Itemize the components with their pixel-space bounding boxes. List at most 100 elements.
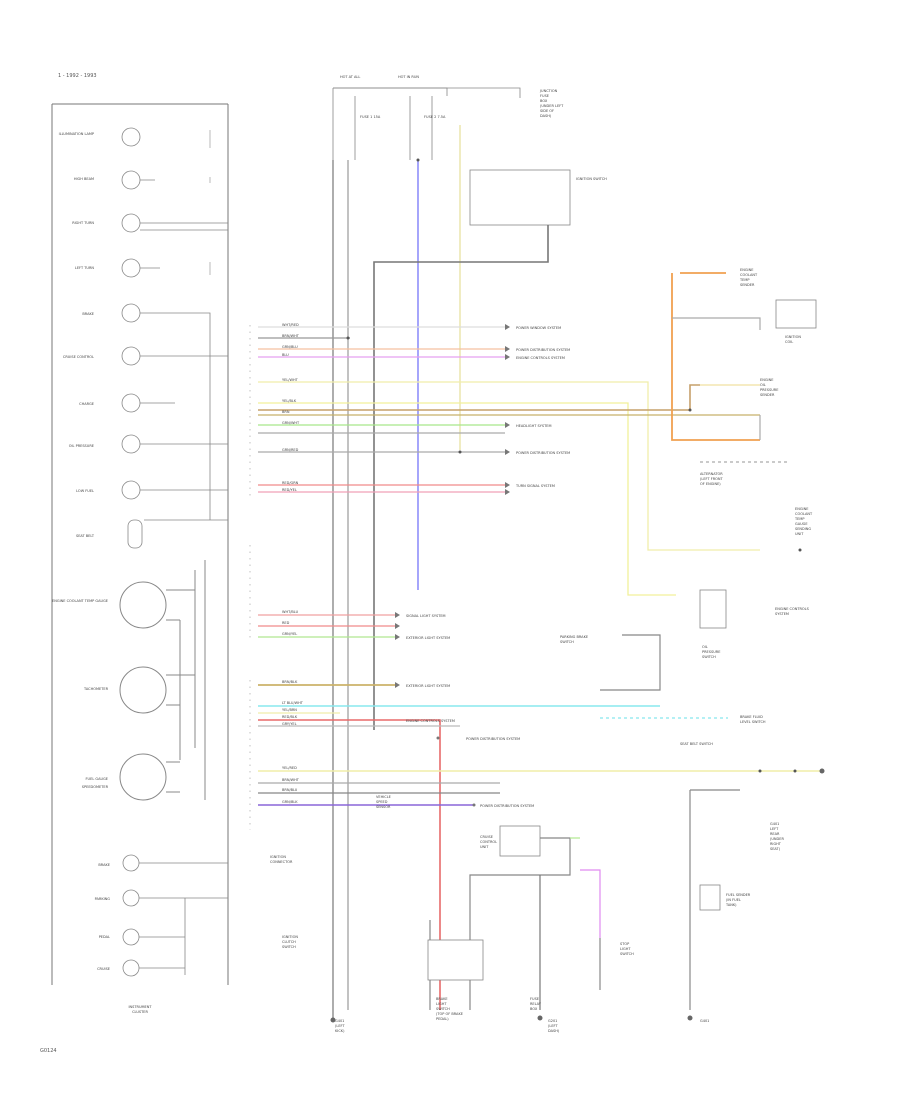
svg-text:G401: G401 (700, 1019, 709, 1023)
label-b3: PEDAL (99, 935, 110, 939)
junction-fuse-box-label: JUNCTION FUSE BOX (UNDER LEFT SIDE OF DA… (539, 89, 564, 118)
svg-text:UNIT: UNIT (795, 532, 804, 536)
svg-text:BRAKE FLUID: BRAKE FLUID (740, 715, 763, 719)
label-tachometer: TACHOMETER (83, 687, 109, 691)
svg-text:OF ENGINE): OF ENGINE) (700, 482, 721, 486)
svg-text:DASH): DASH) (540, 114, 552, 118)
destination-labels: POWER WINDOW SYSTEM POWER DISTRIBUTION S… (406, 326, 570, 808)
svg-text:SWITCH: SWITCH (702, 655, 716, 659)
svg-text:POWER DISTRIBUTION SYSTEM: POWER DISTRIBUTION SYSTEM (480, 804, 534, 808)
engine-coolant-sender-icon (775, 299, 817, 329)
low-fuel-lamp-icon (121, 480, 141, 500)
oil-lamp-icon (121, 434, 141, 454)
brake-lamp-icon (121, 303, 141, 323)
wire-yellow-long (258, 381, 760, 551)
illumination-lamp-icon (121, 127, 141, 147)
label-speedometer: SPEEDOMETER (82, 785, 109, 789)
svg-text:POWER DISTRIBUTION SYSTEM: POWER DISTRIBUTION SYSTEM (516, 348, 570, 352)
svg-text:LEVEL SWITCH: LEVEL SWITCH (740, 720, 766, 724)
svg-text:SWITCH: SWITCH (282, 945, 296, 949)
svg-text:BOX: BOX (540, 99, 548, 103)
svg-text:BRAKE: BRAKE (436, 997, 448, 1001)
svg-text:G401: G401 (335, 1019, 344, 1023)
svg-text:ENGINE CONTROLS: ENGINE CONTROLS (775, 607, 810, 611)
svg-text:YEL/WHT: YEL/WHT (282, 378, 299, 382)
svg-text:SENDING: SENDING (795, 527, 811, 531)
svg-text:SEAT): SEAT) (770, 847, 781, 851)
svg-text:BRN/BLU: BRN/BLU (282, 788, 298, 792)
svg-text:LIGHT: LIGHT (436, 1002, 447, 1006)
svg-text:SIGNAL LIGHT SYSTEM: SIGNAL LIGHT SYSTEM (406, 614, 446, 618)
label-seat-belt: SEAT BELT (76, 534, 95, 538)
cluster-title-2: CLUSTER (132, 1010, 148, 1014)
svg-text:PRESSURE: PRESSURE (702, 650, 720, 654)
svg-text:FUSE: FUSE (530, 997, 539, 1001)
svg-text:DASH): DASH) (548, 1029, 560, 1033)
cruise-lamp-icon (121, 346, 141, 366)
right-turn-lamp-icon (121, 213, 141, 233)
right-component-labels: ENGINE COOLANT TEMP SENDER IGNITION COIL… (560, 268, 813, 907)
svg-text:RED: RED (282, 621, 290, 625)
svg-text:REAR: REAR (770, 832, 780, 836)
svg-text:SENDER: SENDER (740, 283, 755, 287)
wire-brown-long (258, 384, 700, 411)
temp-gauge-icon (119, 581, 167, 629)
svg-text:RIGHT: RIGHT (770, 842, 782, 846)
junction-dots (346, 158, 802, 773)
svg-text:PRESSURE: PRESSURE (760, 388, 778, 392)
label-cruise: CRUISE CONTROL (63, 355, 94, 359)
svg-text:SPEED: SPEED (376, 800, 388, 804)
svg-text:EXTERIOR LIGHT SYSTEM: EXTERIOR LIGHT SYSTEM (406, 684, 450, 688)
fuel-sender-icon (699, 884, 721, 911)
svg-text:GAUGE: GAUGE (795, 522, 808, 526)
svg-text:GRN/BLK: GRN/BLK (282, 800, 298, 804)
svg-text:RED/YEL: RED/YEL (282, 488, 297, 492)
cluster-internal-wiring (139, 130, 228, 975)
svg-text:IGNITION: IGNITION (270, 855, 286, 859)
svg-text:SENSOR: SENSOR (376, 805, 391, 809)
svg-text:RELAY: RELAY (530, 1002, 542, 1006)
main-vertical-wires (332, 125, 549, 1020)
ground-symbols (330, 768, 825, 1023)
svg-text:SWITCH: SWITCH (620, 952, 634, 956)
svg-text:YEL/RED: YEL/RED (282, 766, 297, 770)
instrument-cluster (51, 103, 229, 985)
header-tag: 1 - 1992 - 1993 (58, 73, 97, 79)
left-turn-lamp-icon (121, 258, 141, 278)
svg-text:(LEFT: (LEFT (548, 1024, 558, 1028)
svg-text:POWER DISTRIBUTION SYSTEM: POWER DISTRIBUTION SYSTEM (516, 451, 570, 455)
svg-text:ENGINE CONTROLS SYSTEM: ENGINE CONTROLS SYSTEM (406, 719, 455, 723)
svg-text:PARKING BRAKE: PARKING BRAKE (560, 635, 588, 639)
svg-text:TEMP: TEMP (739, 278, 749, 282)
label-left-turn: LEFT TURN (75, 266, 94, 270)
wire-labels: WHT/RED BRN/WHT GRN/BLU BLU YEL/WHT YEL/… (282, 323, 304, 804)
relay-icon (499, 825, 541, 857)
svg-text:FUSE: FUSE (540, 94, 549, 98)
bottom-labels: IGNITION CLUTCH SWITCH BRAKE LIGHT SWITC… (270, 795, 709, 1033)
svg-text:WHT/RED: WHT/RED (282, 323, 299, 327)
svg-text:POWER DISTRIBUTION SYSTEM: POWER DISTRIBUTION SYSTEM (466, 737, 520, 741)
label-temp-gauge: ENGINE COOLANT TEMP GAUGE (52, 599, 108, 603)
wire-orange (671, 272, 760, 441)
svg-text:(LEFT: (LEFT (335, 1024, 345, 1028)
svg-text:COOLANT: COOLANT (795, 512, 813, 516)
label-illumination: ILLUMINATION LAMP (59, 132, 94, 136)
svg-text:ALTERNATOR: ALTERNATOR (700, 472, 723, 476)
svg-text:CONNECTOR: CONNECTOR (270, 860, 293, 864)
svg-text:(TOP OF BRAKE: (TOP OF BRAKE (436, 1012, 463, 1016)
footer-code: G0124 (40, 1048, 57, 1054)
cluster-gauges (119, 560, 206, 801)
seat-belt-lamp-icon (122, 854, 140, 872)
svg-text:RED/GRN: RED/GRN (282, 481, 299, 485)
svg-text:CONTROL: CONTROL (480, 840, 497, 844)
svg-text:SEAT BELT SWITCH: SEAT BELT SWITCH (680, 742, 713, 746)
svg-text:OIL: OIL (702, 645, 708, 649)
ground-icon-1 (330, 1017, 336, 1023)
ground-icon-3 (687, 1015, 693, 1021)
svg-text:TURN SIGNAL SYSTEM: TURN SIGNAL SYSTEM (515, 484, 555, 488)
svg-text:BRN: BRN (282, 410, 290, 414)
svg-text:CRUISE: CRUISE (480, 835, 493, 839)
label-oil: OIL PRESSURE (69, 444, 94, 448)
ground-icon-2 (537, 1015, 543, 1021)
